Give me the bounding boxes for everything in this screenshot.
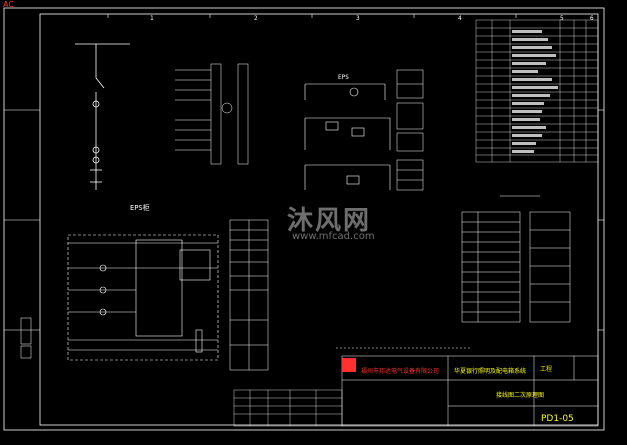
company-name: 福州市邦达电气设备有限公司: [361, 368, 440, 375]
terminal-wiring: [461, 195, 571, 323]
frame-ruler-ticks: [4, 14, 604, 331]
motor-control-circuits: [304, 83, 391, 190]
ruler-number-3: 3: [356, 15, 360, 22]
ruler-number-4: 4: [458, 15, 462, 22]
parts-list-fill: [512, 30, 558, 153]
margin-strip: [20, 317, 32, 359]
eps-control-circuit: [67, 234, 219, 361]
watermark-url: www.mfcad.com: [292, 231, 375, 242]
terminal-strip-table: [229, 219, 269, 371]
revision-block: [233, 389, 343, 427]
legend-boxes: [396, 69, 424, 191]
system-name: 华夏银行照明及配电箱系统: [454, 368, 527, 375]
ruler-number-1: 1: [150, 15, 154, 22]
drawing-code: PD1-05: [541, 414, 574, 424]
title-block: [341, 355, 599, 427]
watermark-text: 沐风网: [287, 206, 372, 236]
eps-panel-label: EPS柜: [130, 204, 150, 212]
ruler-number-5: 5: [560, 15, 564, 22]
ruler-number-2: 2: [254, 15, 258, 22]
parts-list-table: [475, 19, 599, 163]
drawing-frame: [3, 7, 605, 431]
eps-upper-label: EPS: [338, 74, 349, 81]
drawing-title: 接线图二次原理图: [496, 392, 545, 399]
stage-label: 工程: [540, 366, 553, 373]
ruler-number-6: 6: [590, 15, 594, 22]
single-line-diagram: [75, 43, 130, 190]
control-terminal-block: [175, 63, 249, 165]
corner-label: AC: [3, 0, 14, 9]
